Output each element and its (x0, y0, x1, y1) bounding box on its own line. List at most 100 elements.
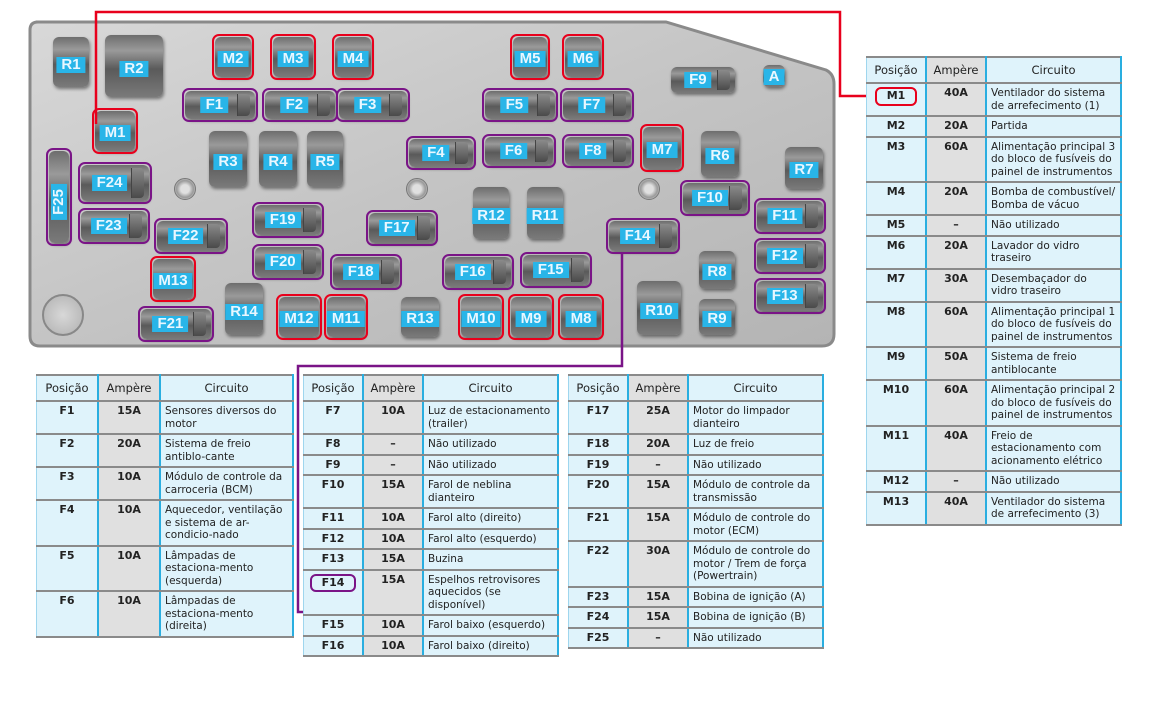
relay-r4[interactable]: R4 (259, 131, 297, 187)
position-cell: F6 (36, 591, 99, 638)
component-label: F20 (264, 254, 301, 270)
relay-r7[interactable]: R7 (785, 147, 823, 189)
fuse-f11[interactable]: F11 (757, 201, 823, 231)
maxi-m10[interactable]: M10 (461, 297, 501, 337)
fuse-f25[interactable]: F25 (49, 151, 69, 243)
relay-r2[interactable]: R2 (105, 35, 163, 97)
maxi-m6[interactable]: M6 (565, 37, 601, 77)
component-label: F5 (500, 97, 529, 113)
component-label: M3 (277, 51, 309, 67)
position-value: F19 (586, 457, 610, 471)
fuse-f8[interactable]: F8 (565, 137, 631, 165)
fuse-f7[interactable]: F7 (563, 91, 631, 119)
maxi-m5[interactable]: M5 (513, 37, 547, 77)
position-value: M8 (886, 304, 906, 318)
component-label: M5 (514, 51, 546, 67)
component-label: F25 (50, 183, 67, 220)
maxi-m11[interactable]: M11 (326, 297, 366, 337)
fuse-f9[interactable]: F9 (671, 67, 735, 93)
relay-r1[interactable]: R1 (53, 37, 89, 87)
component-label: F4 (422, 145, 450, 161)
fuse-f3[interactable]: F3 (339, 91, 407, 119)
position-value: F18 (586, 437, 610, 450)
relay-r11[interactable]: R11 (526, 187, 564, 239)
circuit-cell: Desembaçador do vidro traseiro (986, 268, 1121, 303)
relay-r6[interactable]: R6 (701, 131, 739, 177)
relay-r12[interactable]: R12 (472, 187, 510, 239)
component-label: M8 (565, 311, 597, 327)
fuse-f17[interactable]: F17 (369, 213, 435, 243)
fuse-f15[interactable]: F15 (523, 255, 589, 285)
circuit-cell: Ventilador do sistema de arrefecimento (… (986, 83, 1121, 117)
fuse-f2[interactable]: F2 (265, 91, 335, 119)
maxi-m9[interactable]: M9 (511, 297, 551, 337)
col-header-circuit: Circuito (423, 375, 558, 402)
relay-r10[interactable]: R10 (637, 281, 681, 335)
fuse-f16[interactable]: F16 (445, 257, 511, 287)
relay-r5[interactable]: R5 (307, 131, 343, 187)
fuse-f22[interactable]: F22 (157, 221, 225, 251)
circuit-cell: Farol alto (esquerdo) (423, 528, 558, 550)
maxi-m3[interactable]: M3 (273, 37, 313, 77)
ampere-cell: – (363, 434, 424, 456)
relay-a[interactable]: A (763, 65, 785, 87)
maxi-m12[interactable]: M12 (279, 297, 319, 337)
fuse-f10[interactable]: F10 (683, 183, 747, 213)
ampere-cell: 10A (98, 467, 161, 501)
table-row: F8–Não utilizado (303, 434, 558, 456)
fuse-f23[interactable]: F23 (81, 211, 147, 241)
position-value: M12 (882, 474, 910, 487)
ampere-cell: – (363, 454, 424, 476)
fuse-f12[interactable]: F12 (757, 241, 823, 271)
relay-r14[interactable]: R14 (225, 283, 263, 335)
component-label: R5 (310, 153, 340, 170)
maxi-m4[interactable]: M4 (335, 37, 371, 77)
maxi-m1[interactable]: M1 (95, 111, 135, 151)
position-value: M13 (882, 494, 910, 508)
maxi-m13[interactable]: M13 (153, 259, 193, 299)
ampere-cell: 10A (98, 591, 161, 638)
relay-r9[interactable]: R9 (699, 299, 735, 335)
fuse-f18[interactable]: F18 (333, 257, 399, 287)
maxi-m7[interactable]: M7 (643, 127, 681, 169)
position-cell: M2 (866, 116, 927, 138)
ampere-cell: 25A (628, 401, 689, 435)
position-cell: F24 (568, 607, 629, 629)
fuse-f24[interactable]: F24 (81, 165, 149, 201)
component-label: F19 (264, 212, 301, 228)
position-value: M2 (886, 119, 906, 132)
component-label: M12 (279, 311, 319, 327)
fuse-f21[interactable]: F21 (141, 309, 211, 339)
maxi-m2[interactable]: M2 (215, 37, 251, 77)
fuse-f14[interactable]: F14 (609, 221, 677, 251)
circuit-cell: Partida (986, 116, 1121, 138)
relay-r8[interactable]: R8 (699, 251, 735, 289)
fuse-f1[interactable]: F1 (185, 91, 255, 119)
component-label: R4 (263, 153, 293, 170)
maxi-m8[interactable]: M8 (561, 297, 601, 337)
circuit-cell: Lavador do vidro traseiro (986, 235, 1121, 270)
position-cell: M4 (866, 182, 927, 216)
fuse-f19[interactable]: F19 (255, 205, 321, 235)
fuse-f5[interactable]: F5 (485, 91, 555, 119)
fuse-f13[interactable]: F13 (757, 281, 823, 311)
fuse-f6[interactable]: F6 (485, 137, 553, 165)
relay-r3[interactable]: R3 (209, 131, 247, 187)
fuse-f4[interactable]: F4 (409, 139, 473, 167)
fuse-f20[interactable]: F20 (255, 247, 321, 277)
position-value: F25 (586, 630, 610, 644)
component-label: F9 (684, 72, 712, 88)
circuit-cell: Não utilizado (986, 215, 1121, 237)
component-label: F18 (342, 264, 379, 280)
position-cell: F7 (303, 401, 364, 435)
relay-r13[interactable]: R13 (401, 297, 439, 337)
circuit-cell: Módulo de controle do motor / Trem de fo… (688, 541, 823, 588)
ampere-cell: 15A (628, 607, 689, 629)
position-cell: F17 (568, 401, 629, 435)
